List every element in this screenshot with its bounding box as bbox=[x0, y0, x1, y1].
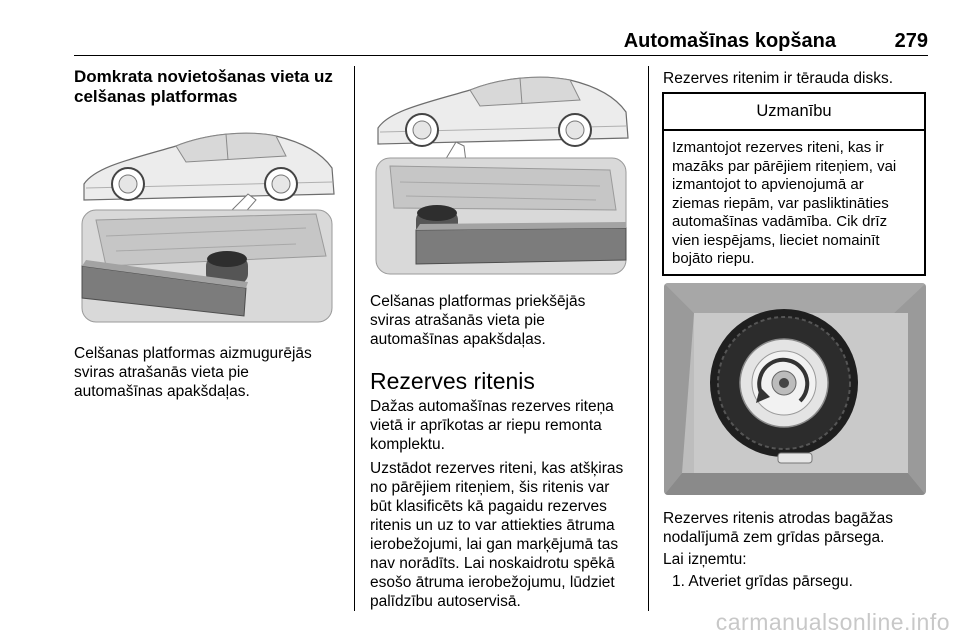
lead-text: Lai izņemtu: bbox=[663, 551, 747, 568]
figure-caption: Celšanas platformas priekšējās sviras at… bbox=[370, 292, 585, 349]
step-list: 1. Atveriet grīdas pārsegu. bbox=[672, 572, 853, 591]
figure-caption: Rezerves ritenis atrodas bagāžas nodalīj… bbox=[663, 509, 893, 547]
intro-text: Rezerves ritenim ir tērauda disks. bbox=[663, 70, 893, 87]
section-heading: Domkrata novietošanas vieta uz celšanas … bbox=[74, 67, 333, 107]
caption-line: sviras atrašanās vieta pie bbox=[370, 312, 545, 329]
paragraph-line: esošo ātruma ierobežojumu, lūdziet bbox=[370, 574, 615, 591]
paragraph-line: palīdzību autoservisā. bbox=[370, 593, 521, 610]
caution-line: ziemas riepām, var pasliktināties bbox=[672, 194, 889, 212]
paragraph-line: nav norādīts. Lai noskaidrotu spēkā bbox=[370, 555, 615, 572]
page-number: 279 bbox=[894, 30, 928, 52]
spare-wheel-illustration bbox=[664, 283, 926, 495]
heading-line: celšanas platformas bbox=[74, 87, 238, 106]
caption-line: automašīnas apakšdaļas. bbox=[74, 383, 250, 400]
caution-title: Uzmanību bbox=[664, 94, 924, 131]
heading-line: Domkrata novietošanas vieta uz bbox=[74, 67, 333, 86]
caption-line: automašīnas apakšdaļas. bbox=[370, 331, 546, 348]
paragraph-line: Uzstādot rezerves riteni, kas atšķiras bbox=[370, 460, 624, 477]
caption-line: Rezerves ritenis atrodas bagāžas bbox=[663, 510, 894, 527]
rear-jack-point-illustration bbox=[76, 116, 338, 326]
paragraph-line: Dažas automašīnas rezerves riteņa bbox=[370, 398, 614, 415]
header-rule bbox=[74, 55, 928, 56]
caution-body: Izmantojot rezerves riteni, kas ir mazāk… bbox=[664, 131, 924, 277]
caution-line: izmantojot to apvienojumā ar bbox=[672, 176, 864, 193]
paragraph-line: no pārējiem riteņiem, šis ritenis var bbox=[370, 479, 610, 496]
paragraph: Dažas automašīnas rezerves riteņa vietā … bbox=[370, 397, 614, 454]
caption-line: sviras atrašanās vieta pie bbox=[74, 364, 249, 381]
paragraph-line: komplektu. bbox=[370, 436, 445, 453]
caution-line: bojāto riepu. bbox=[672, 250, 755, 267]
paragraph-line: vietā ir aprīkotas ar riepu remonta bbox=[370, 417, 602, 434]
caption-line: Celšanas platformas priekšējās bbox=[370, 293, 586, 310]
caution-line: mazāks par pārējiem riteņiem, vai bbox=[672, 157, 897, 175]
caution-box: Uzmanību Izmantojot rezerves riteni, kas… bbox=[662, 92, 926, 276]
page-header: Automašīnas kopšana 279 bbox=[74, 30, 928, 52]
caution-line: Izmantojot rezerves riteni, kas ir bbox=[672, 139, 884, 156]
paragraph-line: ritenis un uz to var attiekties ātruma bbox=[370, 517, 615, 534]
caption-line: nodalījumā zem grīdas pārsega. bbox=[663, 529, 885, 546]
list-item: 1. Atveriet grīdas pārsegu. bbox=[672, 573, 853, 590]
caution-line: vien iespējams, lieciet nomainīt bbox=[672, 231, 880, 249]
header-title: Automašīnas kopšana bbox=[623, 30, 836, 52]
section-title: Rezerves ritenis bbox=[370, 368, 535, 394]
column-divider bbox=[648, 66, 649, 611]
paragraph-line: ierobežojumi, lai gan marķējumā tas bbox=[370, 536, 619, 553]
caption-line: Celšanas platformas aizmugurējās bbox=[74, 345, 312, 362]
paragraph: Uzstādot rezerves riteni, kas atšķiras n… bbox=[370, 459, 623, 611]
caution-line: automašīnas vadāmība. Cik drīz bbox=[672, 213, 888, 230]
front-jack-point-illustration bbox=[370, 70, 632, 280]
figure-caption: Celšanas platformas aizmugurējās sviras … bbox=[74, 344, 312, 401]
watermark-text: carmanualsonline.info bbox=[715, 609, 950, 635]
paragraph-line: būt klasificēts kā pagaidu rezerves bbox=[370, 498, 607, 515]
column-divider bbox=[354, 66, 355, 611]
